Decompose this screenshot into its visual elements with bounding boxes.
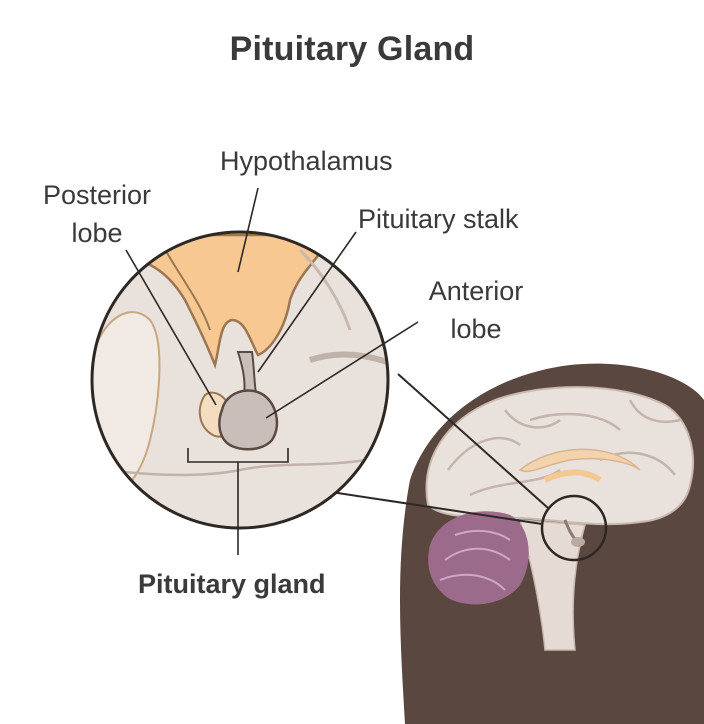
label-pituitary-gland: Pituitary gland: [138, 569, 326, 599]
label-anterior-lobe: Anterior lobe: [428, 276, 524, 344]
label-posterior-lobe: Posterior lobe: [42, 180, 152, 248]
label-hypothalamus: Hypothalamus: [220, 146, 393, 176]
magnified-circle: [90, 230, 390, 530]
leader-lines: [125, 187, 419, 555]
zoom-connector: [317, 373, 608, 562]
page-title: Pituitary Gland: [229, 30, 475, 68]
brain: [425, 386, 694, 651]
label-pituitary-stalk: Pituitary stalk: [358, 204, 519, 234]
